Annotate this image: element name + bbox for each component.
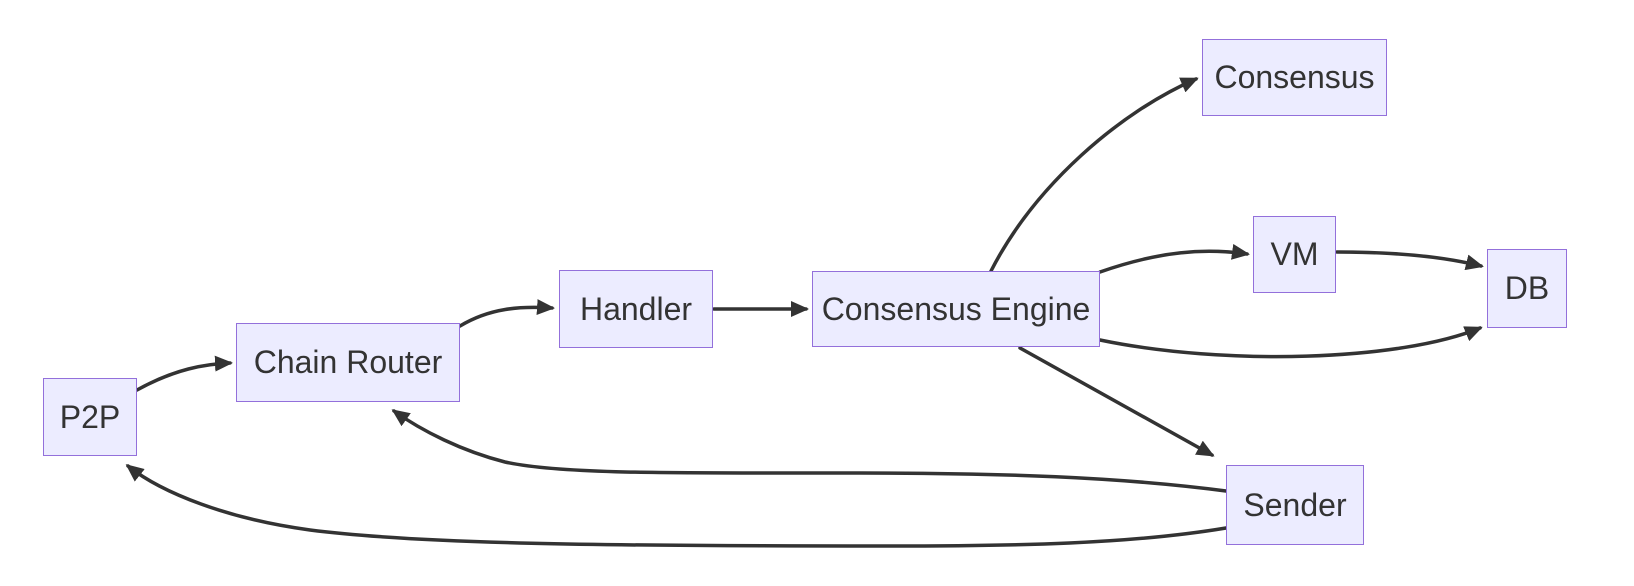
node-handler: Handler: [559, 270, 713, 348]
node-chain-router-label: Chain Router: [253, 344, 443, 380]
edge-consensus-engine-to-sender: [1018, 346, 1215, 457]
node-consensus-engine-label: Consensus Engine: [821, 290, 1091, 327]
node-consensus-label: Consensus: [1214, 59, 1375, 95]
node-sender: Sender: [1226, 465, 1364, 545]
edge-vm-to-db: [1335, 250, 1484, 271]
node-db-label: DB: [1504, 270, 1550, 306]
node-p2p-label: P2P: [59, 398, 121, 435]
edge-consensus-engine-to-db: [1098, 326, 1483, 359]
edge-sender-to-chain-router: [391, 409, 1228, 493]
node-vm: VM: [1253, 216, 1336, 293]
node-chain-router: Chain Router: [236, 323, 460, 402]
node-consensus: Consensus: [1202, 39, 1387, 116]
node-sender-label: Sender: [1243, 486, 1347, 523]
edge-consensus-engine-to-vm: [1098, 243, 1250, 274]
node-p2p: P2P: [43, 378, 137, 456]
edge-consensus-engine-to-consensus: [989, 77, 1199, 273]
edge-p2p-to-chain-router: [135, 355, 233, 392]
node-db: DB: [1487, 249, 1567, 328]
node-vm-label: VM: [1270, 236, 1319, 272]
node-handler-label: Handler: [579, 290, 693, 327]
edge-chain-router-to-handler: [458, 299, 555, 328]
edge-sender-to-p2p: [125, 464, 1228, 548]
node-consensus-engine: Consensus Engine: [812, 271, 1100, 347]
